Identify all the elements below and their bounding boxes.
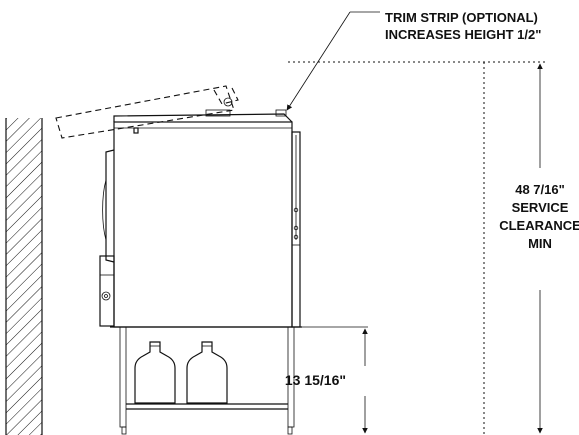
extension-lines (288, 61, 548, 435)
wall (5, 118, 43, 435)
trim-strip-label-line2: INCREASES HEIGHT 1/2" (385, 27, 541, 42)
stand (110, 326, 302, 435)
service-clearance-value: 48 7/16" (515, 182, 565, 197)
chemical-jug-1 (134, 341, 176, 404)
open-lid-outline (55, 85, 239, 139)
machine-cabinet (99, 109, 301, 328)
trim-strip-leader (286, 11, 380, 111)
service-clearance-label-min: MIN (528, 236, 552, 251)
service-clearance-label-service: SERVICE (512, 200, 569, 215)
trim-strip-label-line1: TRIM STRIP (OPTIONAL) (385, 10, 538, 25)
service-clearance-label-clearance: CLEARANCE (499, 218, 579, 233)
chemical-jug-2 (186, 341, 228, 404)
stand-height-value: 13 15/16" (285, 372, 346, 388)
